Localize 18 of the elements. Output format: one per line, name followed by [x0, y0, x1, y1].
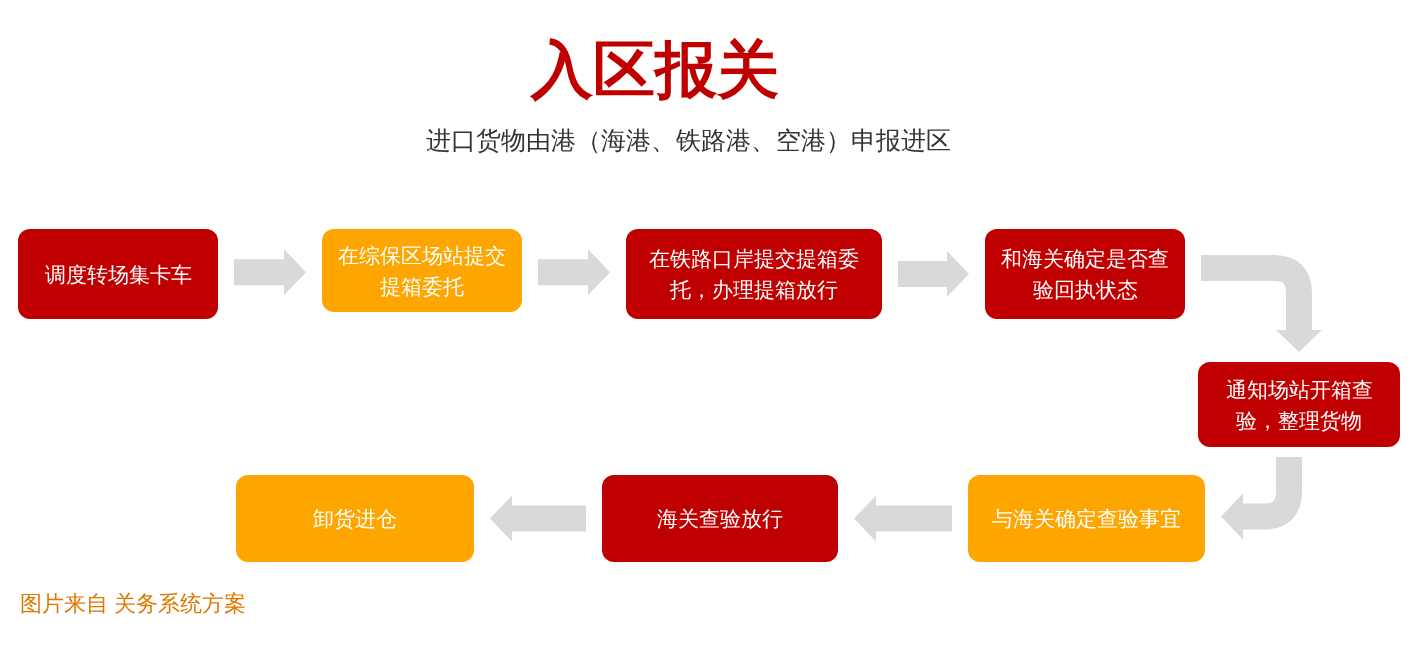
process-box: 海关查验放行 — [602, 475, 838, 562]
arrow — [854, 495, 952, 542]
process-box: 与海关确定查验事宜 — [968, 475, 1205, 562]
process-box: 和海关确定是否查验回执状态 — [985, 229, 1185, 319]
subtitle: 进口货物由港（海港、铁路港、空港）申报进区 — [424, 125, 952, 156]
source-note: 图片来自 关务系统方案 — [20, 590, 247, 618]
process-box: 通知场站开箱查验，整理货物 — [1198, 362, 1400, 447]
title: 入区报关 — [529, 34, 780, 106]
process-box: 在综保区场站提交提箱委托 — [322, 229, 522, 312]
process-box: 调度转场集卡车 — [18, 229, 218, 319]
arrow — [1201, 255, 1322, 352]
arrow — [538, 249, 610, 296]
arrow — [490, 495, 586, 542]
arrow — [234, 249, 306, 296]
arrow — [1221, 457, 1302, 540]
arrow — [898, 251, 969, 297]
process-box: 在铁路口岸提交提箱委托，办理提箱放行 — [626, 229, 882, 319]
process-box: 卸货进仓 — [236, 475, 474, 562]
